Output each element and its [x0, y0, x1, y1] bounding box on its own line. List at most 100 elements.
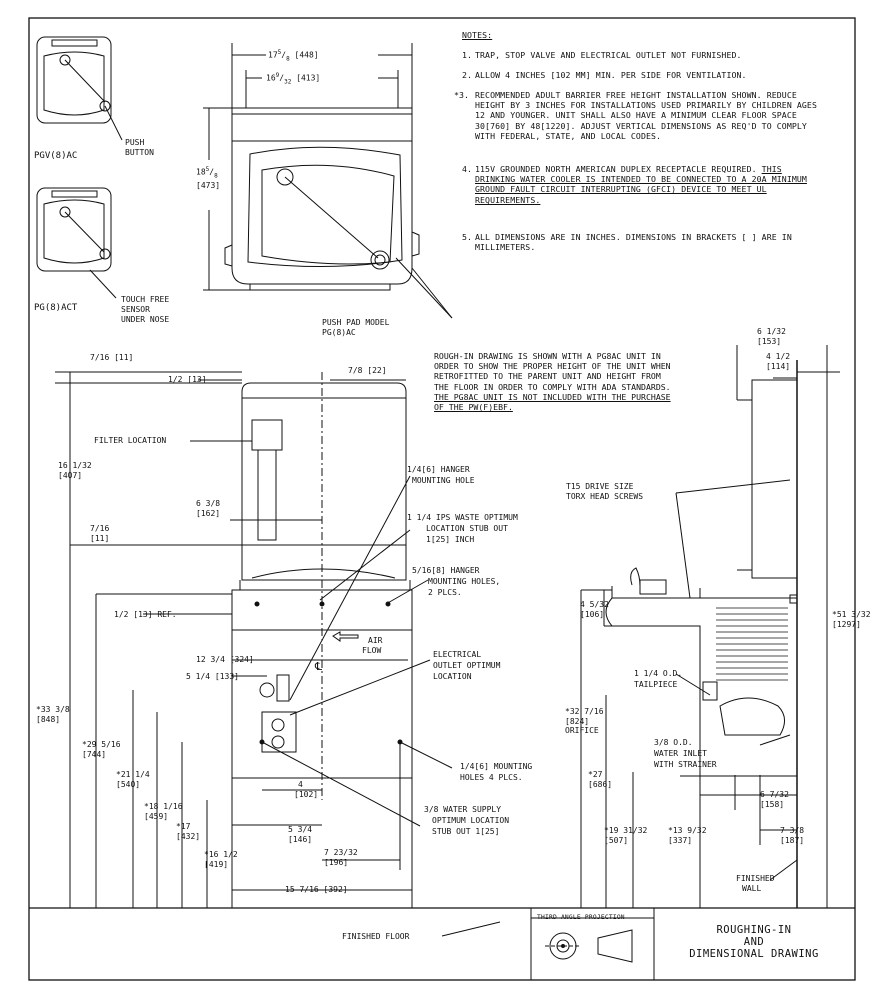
dim-d4: 16 1/32[407]	[58, 461, 92, 480]
hanger-hole-label2: MOUNTING HOLE	[412, 476, 475, 485]
pushpad-model-line1: PUSH PAD MODEL	[322, 318, 390, 327]
electrical-label3: LOCATION	[433, 672, 472, 681]
note-3: *3. RECOMMENDED ADULT BARRIER FREE HEIGH…	[454, 90, 824, 141]
note-5: 5. ALL DIMENSIONS ARE IN INCHES. DIMENSI…	[462, 232, 822, 252]
waste-label3: 1[25] INCH	[426, 535, 475, 544]
dim-top-width-outer: 175/8 [448]	[268, 49, 319, 63]
finished-wall-label2: WALL	[742, 884, 762, 893]
pushpad-model-line2: PG(8)AC	[322, 328, 356, 337]
top-dim-lines	[203, 43, 413, 291]
dim-s1: 6 1/32[153]	[757, 327, 786, 346]
dim-s7: *19 31/32[507]	[604, 826, 648, 845]
pushpad-unit-drawing	[224, 107, 420, 291]
pgact-callout-line2: SENSOR	[121, 305, 150, 314]
flow-label: FLOW	[362, 646, 382, 655]
filter-location-label: FILTER LOCATION	[94, 436, 167, 445]
pgv-model-label: PGV(8)AC	[34, 151, 78, 161]
dim-d2: 1/2 [13]	[168, 375, 207, 384]
dim-d14: *17[432]	[176, 822, 201, 841]
roughin-note-underlined: THE PG8AC UNIT IS NOT INCLUDED WITH THE …	[434, 391, 671, 413]
water-supply-label: 3/8 WATER SUPPLY	[424, 805, 502, 814]
title-line1: ROUGHING-IN	[716, 924, 792, 936]
mounting-holes-label2: HOLES 4 PLCS.	[460, 773, 523, 782]
inlet-label2: WATER INLET	[654, 749, 707, 758]
pgact-callout-line3: UNDER NOSE	[121, 315, 170, 324]
dim-d17: 5 3/4[146]	[288, 825, 313, 844]
notes-heading: NOTES:	[462, 30, 493, 40]
dim-d1: 7/16 [11]	[90, 353, 134, 362]
hanger-holes-label3: 2 PLCS.	[428, 588, 462, 597]
dim-d18: 7 23/32[196]	[324, 848, 358, 867]
dim-d5: 6 3/8[162]	[196, 499, 221, 518]
sheet-border	[28, 17, 856, 981]
pgact-callout-line1: TOUCH FREE	[121, 295, 170, 304]
title-block: ROUGHING-IN AND DIMENSIONAL DRAWING	[654, 924, 854, 960]
dim-d7: 1/2 [13] REF.	[114, 610, 177, 619]
note-3-text: RECOMMENDED ADULT BARRIER FREE HEIGHT IN…	[475, 90, 817, 141]
hanger-holes-label2: MOUNTING HOLES,	[428, 577, 501, 586]
note-4-underlined: THIS DRINKING WATER COOLER IS INTENDED T…	[475, 164, 807, 205]
dim-d11: *29 5/16[744]	[82, 740, 121, 759]
note-1-num: 1.	[462, 50, 473, 60]
dim-d3: 7/8 [22]	[348, 366, 387, 375]
torx-label2: TORX HEAD SCREWS	[566, 492, 644, 501]
dim-top-width-inner: 169/32 [413]	[266, 72, 321, 86]
title-line3: DIMENSIONAL DRAWING	[689, 948, 819, 960]
note-5-text: ALL DIMENSIONS ARE IN INCHES. DIMENSIONS…	[475, 232, 792, 253]
pushpad-callout-a	[395, 257, 453, 319]
side-dim-lines	[580, 345, 840, 908]
front-view-drawing	[231, 372, 413, 800]
electrical-label2: OUTLET OPTIMUM	[433, 661, 501, 670]
roughin-note: ROUGH-IN DRAWING IS SHOWN WITH A PG8AC U…	[434, 351, 674, 412]
pgact-model-label: PG(8)ACT	[34, 303, 78, 313]
note-4-text: 115v GROUNDED NORTH AMERICAN DUPLEX RECE…	[475, 164, 757, 174]
dim-s4: 4 5/32[106]	[580, 600, 609, 619]
dim-s6: *27[686]	[588, 770, 613, 789]
projection-label: THIRD ANGLE PROJECTION	[537, 914, 625, 921]
pgv-callout-line2: BUTTON	[125, 148, 154, 157]
dim-d6: 7/16[11]	[90, 524, 110, 543]
water-supply-label3: STUB OUT 1[25]	[432, 827, 500, 836]
dim-d9: 5 1/4 [133]	[186, 672, 239, 681]
pgv-callout-line	[104, 105, 123, 141]
waste-label2: LOCATION STUB OUT	[426, 524, 508, 533]
electrical-label: ELECTRICAL	[433, 650, 482, 659]
water-supply-label2: OPTIMUM LOCATION	[432, 816, 510, 825]
air-label: AIR	[368, 636, 383, 645]
side-callouts	[675, 479, 798, 881]
inlet-label3: WITH STRAINER	[654, 760, 717, 769]
waste-label: 1 1/4 IPS WASTE OPTIMUM	[407, 513, 518, 522]
tailpiece-label2: TAILPIECE	[634, 680, 678, 689]
dim-d12: *21 1/4[540]	[116, 770, 150, 789]
dim-s5: *32 7/16[824]ORIFICE	[565, 707, 604, 735]
dim-d15: *16 1/2[419]	[204, 850, 238, 869]
dim-s9: 6 7/32[158]	[760, 790, 789, 809]
pgv-unit-drawing	[36, 36, 112, 124]
centerline-symbol: ℄	[315, 660, 323, 673]
title-line2: AND	[743, 936, 765, 948]
note-3-num: *3.	[454, 90, 470, 100]
note-2-text: ALLOW 4 INCHES [102 MM] MIN. PER SIDE FO…	[475, 70, 747, 80]
front-callouts	[190, 440, 501, 937]
dim-top-height: 185/8 [473]	[196, 166, 221, 190]
dim-d10: *33 3/8[848]	[36, 705, 70, 724]
hanger-hole-label: 1/4[6] HANGER	[407, 465, 470, 474]
inlet-label: 3/8 O.D.	[654, 738, 693, 747]
note-1: 1. TRAP, STOP VALVE AND ELECTRICAL OUTLE…	[462, 50, 834, 60]
note-2: 2. ALLOW 4 INCHES [102 MM] MIN. PER SIDE…	[462, 70, 834, 80]
tailpiece-label: 1 1/4 O.D.	[634, 669, 683, 678]
dim-s8: *13 9/32[337]	[668, 826, 707, 845]
dim-d8: 12 3/4 [324]	[196, 655, 254, 664]
dim-d19: 15 7/16 [392]	[285, 885, 348, 894]
note-1-text: TRAP, STOP VALVE AND ELECTRICAL OUTLET N…	[475, 50, 742, 60]
roughin-note-text: ROUGH-IN DRAWING IS SHOWN WITH A PG8AC U…	[434, 351, 671, 392]
hanger-holes-label: 5/16[8] HANGER	[412, 566, 480, 575]
note-5-num: 5.	[462, 232, 473, 242]
title-block-frame	[530, 908, 655, 980]
dim-d13: *18 1/16[459]	[144, 802, 183, 821]
dim-s3: *51 3/32[1297]	[832, 610, 871, 629]
dim-d16: 4[102]	[294, 780, 319, 799]
note-2-num: 2.	[462, 70, 473, 80]
